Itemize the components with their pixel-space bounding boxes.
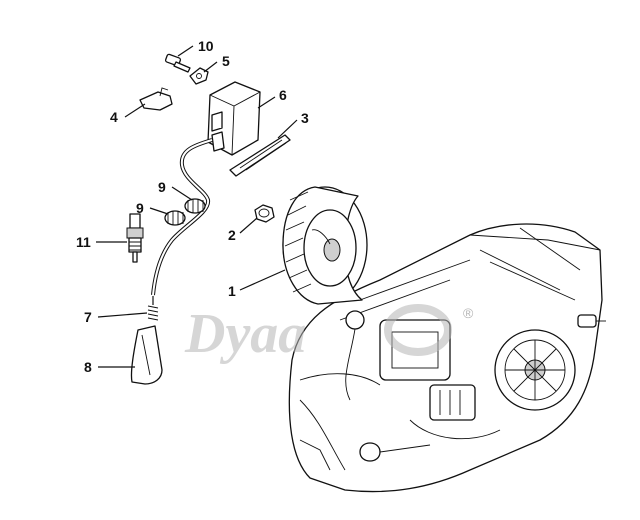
watermark-logo-ring [384,304,452,356]
leader-2 [239,217,258,234]
callout-4: 4 [110,109,118,125]
callout-9-upper: 9 [158,179,166,195]
callout-7: 7 [84,309,92,325]
watermark: Dyaa ® [184,303,474,365]
ignition-module [207,81,261,156]
contact-spring-strip [229,134,291,177]
watermark-text: Dyaa [184,303,306,365]
flywheel-nut [254,204,275,223]
leader-5 [203,61,218,73]
leader-6 [257,96,276,109]
callout-11: 11 [76,234,91,250]
leg-spring [147,296,159,321]
bracket [139,87,173,111]
screw [164,53,191,73]
leader-1 [239,269,286,291]
callout-labels: 10 5 4 6 3 9 9 11 2 1 7 8 [76,38,309,375]
leader-3 [277,119,298,139]
flywheel [282,186,368,305]
callout-10: 10 [198,38,214,54]
grommet-lower [164,210,186,226]
callout-6: 6 [279,87,287,103]
leader-9a [171,186,193,201]
leader-lines [96,45,298,368]
grommet-upper [184,198,206,214]
callout-5: 5 [222,53,230,69]
spark-plug-boot [130,325,163,385]
leader-9b [149,207,169,215]
leader-10 [177,45,194,57]
ignition-lead [151,138,213,296]
clip [189,67,209,85]
callout-2: 2 [228,227,236,243]
callout-1: 1 [228,283,236,299]
leader-4 [124,103,146,118]
callout-3: 3 [301,110,309,126]
watermark-registered-mark: ® [463,305,474,321]
leader-7 [97,312,148,318]
spark-plug [126,213,144,263]
callout-9-lower: 9 [136,200,144,216]
callout-8: 8 [84,359,92,375]
